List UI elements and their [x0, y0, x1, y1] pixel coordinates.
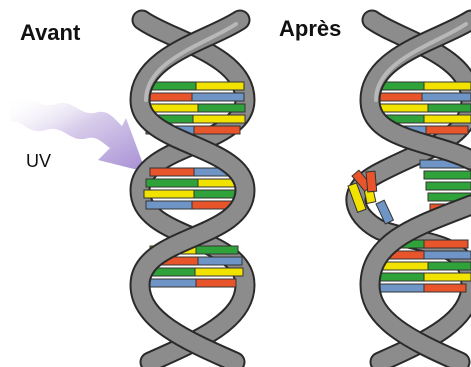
- dna-before: [140, 20, 245, 362]
- uv-arrow: [10, 97, 146, 172]
- dna-after: [348, 20, 471, 362]
